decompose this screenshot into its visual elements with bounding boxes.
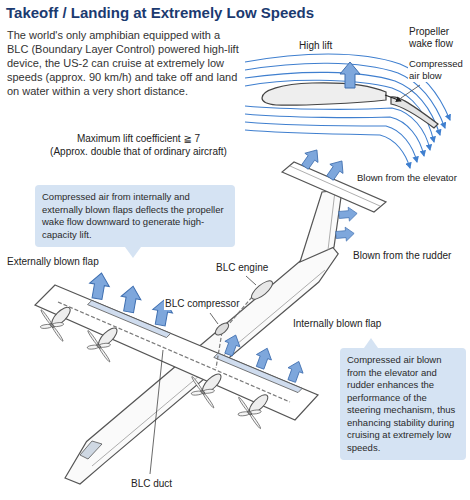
blow-arrow [338, 206, 357, 222]
part-label: BLC compressor [164, 298, 240, 310]
cockpit-window [80, 441, 102, 459]
blc-duct [58, 302, 290, 402]
part-label: Externally blown flap [6, 256, 100, 268]
title-anchor: Takeoff / Landing at Extremely Low Speed… [6, 4, 314, 22]
label-anchor: (Approx. double that of ordinary aircraf… [36, 141, 241, 159]
blc-engine [249, 278, 275, 302]
callout-box: Compressed air blown from the elevator a… [340, 348, 466, 460]
lift-coefficient-note: (Approx. double that of ordinary aircraf… [49, 146, 228, 158]
blc-compressor [213, 321, 230, 337]
leader-line [401, 85, 420, 98]
streamline [245, 130, 410, 168]
label-anchor: Blown from the elevator [356, 172, 458, 184]
label-anchor: The world's only amphibian equipped with… [6, 28, 242, 98]
airfoil [262, 83, 386, 105]
callout-box: Compressed air from internally and exter… [35, 185, 235, 247]
blow-arrow [253, 346, 275, 371]
label-anchor: Internally blown flap [292, 318, 382, 330]
propeller [76, 329, 121, 364]
label-anchor: BLC duct [130, 478, 173, 490]
callout-text: Compressed air from internally and exter… [42, 191, 228, 241]
label-anchor: High lift [298, 40, 333, 52]
part-label: BLC engine [215, 262, 269, 274]
label-anchor: BLC engine [215, 262, 269, 274]
flow-label: High lift [298, 40, 333, 52]
streamline [245, 114, 424, 156]
part-label: Blown from the elevator [356, 172, 458, 184]
lift-coefficient-note: Maximum lift coefficient ≧ 7 [76, 133, 201, 145]
leader-line [150, 350, 163, 474]
intro-paragraph: The world's only amphibian equipped with… [6, 28, 242, 98]
rudder-hinge [328, 191, 335, 250]
aircraft [30, 145, 386, 484]
part-label: Internally blown flap [292, 318, 382, 330]
internally-blown-flap [214, 353, 302, 392]
label-anchor: BLC compressor [164, 298, 240, 310]
blow-arrow [323, 156, 348, 182]
blc-duct [216, 332, 222, 368]
label-anchor: Maximum lift coefficient ≧ 7 [36, 128, 241, 146]
label-anchor: Externally blown flap [6, 256, 100, 268]
leader-line [246, 276, 256, 285]
blow-arrow [298, 145, 323, 171]
blow-arrow [335, 226, 354, 242]
label-anchor: Blown from the rudder [352, 250, 452, 262]
compressed-air-arrow [385, 95, 401, 101]
flap-section [391, 97, 438, 128]
part-label: Blown from the rudder [352, 250, 452, 262]
callout-text: Compressed air blown from the elevator a… [347, 354, 459, 454]
leader-line [210, 313, 218, 324]
flow-label: Propeller wake flow [408, 26, 466, 50]
blow-arrow [221, 332, 243, 357]
blow-arrow [119, 284, 143, 313]
propeller [30, 308, 75, 343]
label-anchor: Propeller wake flow [408, 26, 466, 50]
flow-label: Compressed air blow [408, 58, 466, 82]
part-label: BLC duct [130, 478, 173, 490]
high-lift-arrow [340, 62, 360, 88]
blow-arrow [87, 271, 111, 300]
propeller [227, 395, 272, 430]
vertical-fin [300, 190, 342, 262]
streamline [245, 122, 417, 162]
streamline [245, 80, 434, 142]
main-wing [35, 285, 318, 420]
streamline [245, 106, 430, 150]
propeller [180, 375, 225, 410]
label-anchor: Compressed air blow [408, 58, 466, 82]
blow-arrow [284, 359, 306, 384]
page-title: Takeoff / Landing at Extremely Low Speed… [6, 4, 314, 22]
